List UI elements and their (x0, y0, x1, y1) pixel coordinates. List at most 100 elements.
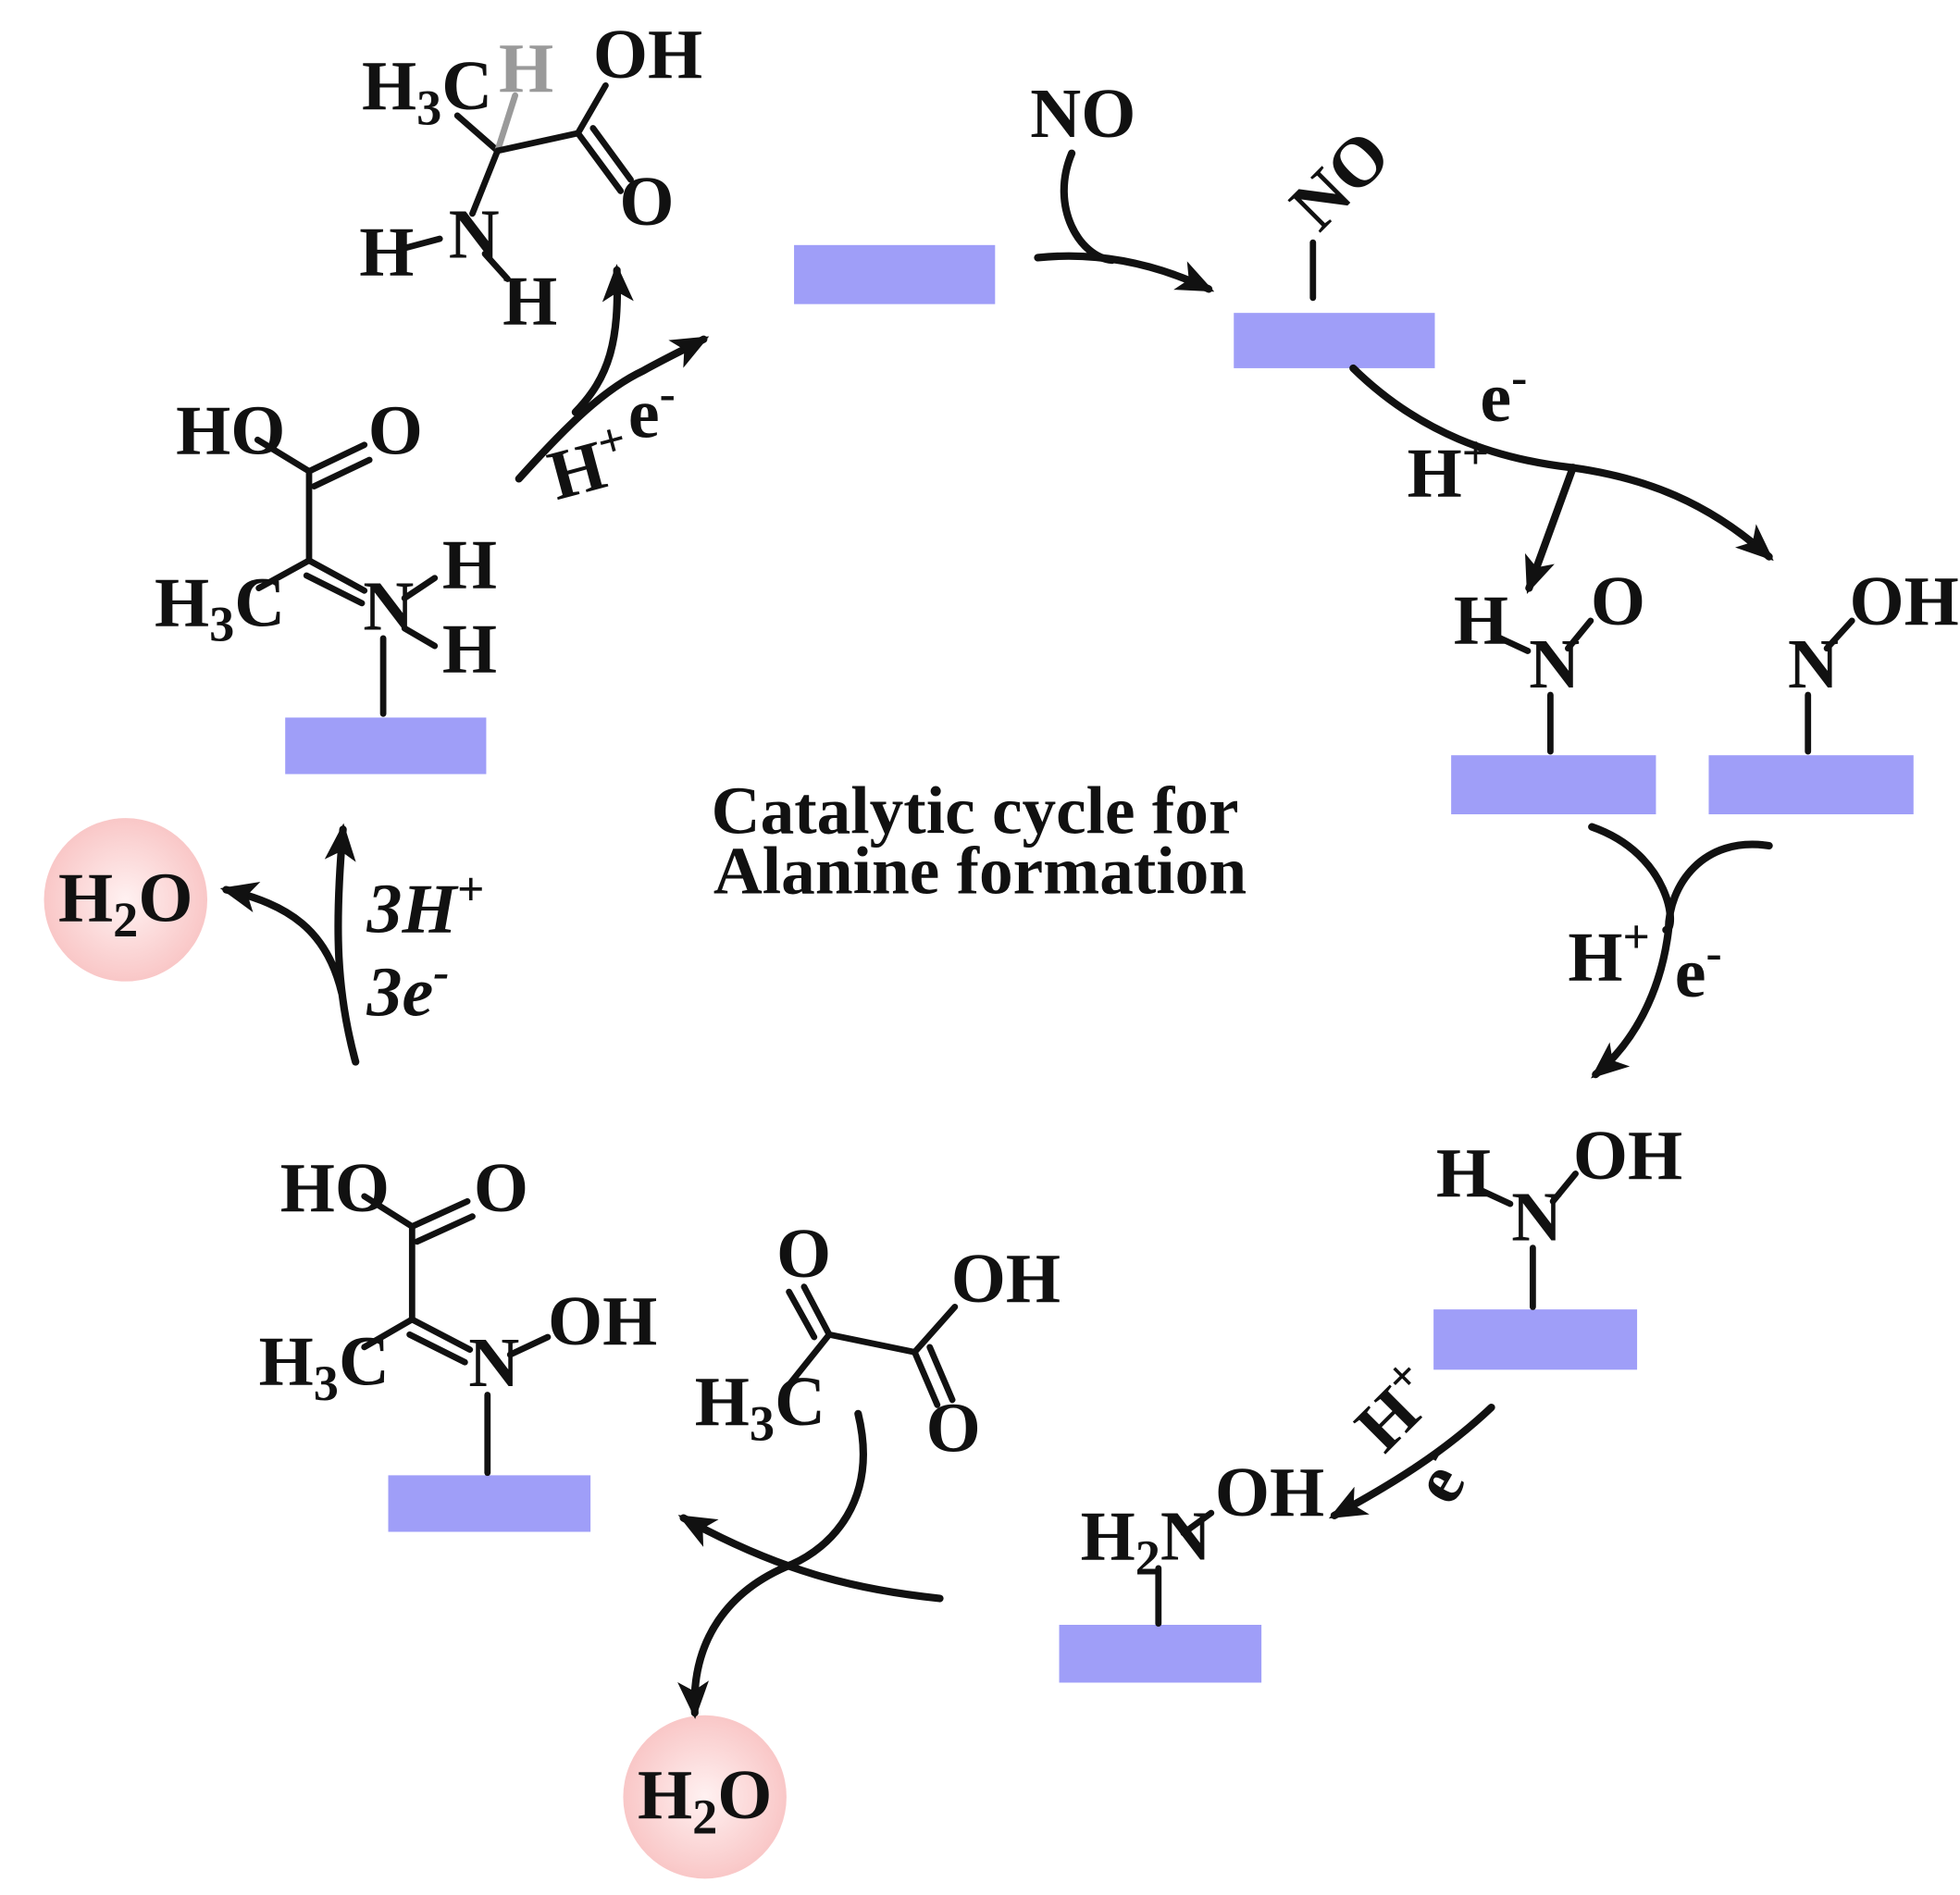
alanine-molecule: H3C H OH O N H H (359, 16, 702, 340)
alanine-stereo-h: H (499, 30, 553, 107)
pyruvic-oh-label: OH (951, 1240, 1061, 1318)
pyruvic-bond-ch3 (786, 1331, 833, 1389)
oxime-bond-noh (506, 1333, 552, 1358)
noh-n-label: N (1788, 625, 1839, 703)
noh-intermediate: N OH (1788, 563, 1959, 755)
alanine-bond-h (494, 92, 519, 155)
pyruvic-bond-co-2 (786, 1288, 818, 1341)
pyruvic-bond-oh (912, 1304, 959, 1356)
alanine-bond-cooh (494, 130, 581, 155)
nh2oh-h2n-label: H2N (1081, 1497, 1211, 1585)
oxime-ch3-label: H3C (259, 1323, 390, 1411)
adsorbed-no-label: NO (1275, 116, 1405, 245)
step1-proton-label: H+ (1408, 427, 1490, 513)
imine-n-label: N (363, 567, 414, 645)
noh-bond-no (1823, 617, 1855, 652)
oxime-o-label: O (474, 1149, 528, 1227)
surface-imine (285, 717, 487, 774)
oxime-bond-ho-c (361, 1193, 416, 1230)
surface-hnoh (1433, 1309, 1638, 1370)
step1-electron-label: e- (1480, 352, 1527, 437)
surface-noh (1708, 755, 1914, 815)
pyruvic-o-top: O (776, 1215, 831, 1293)
surface-oxime (388, 1475, 591, 1532)
nh2oh-intermediate: H2N OH (1081, 1454, 1324, 1628)
oxime-bond-ch3 (361, 1316, 416, 1351)
alanine-bond-ch3 (453, 112, 502, 155)
hnoh-bond-no (1549, 1170, 1579, 1205)
oxime-oh-label: OH (548, 1282, 657, 1360)
pyruvic-bond-co-1 (800, 1283, 833, 1338)
imine-bond-cn-1 (305, 557, 368, 594)
imine-bond-ch3 (255, 557, 313, 591)
imine-ch3-label: H3C (155, 564, 285, 651)
hno-bond-hn (1492, 632, 1532, 654)
hnoh-intermediate: H N OH (1436, 1117, 1682, 1310)
water-label: H2O (58, 859, 192, 947)
hno-n-label: N (1529, 625, 1580, 703)
alanine-bond-cn (469, 147, 502, 217)
arrow-step2-right (1591, 840, 1773, 1079)
oxime-bond-co-2 (414, 1213, 476, 1245)
oxime-bond-cn-2 (406, 1331, 468, 1366)
title-line-1: Catalytic cycle for (712, 773, 1239, 848)
imine-bond-cn-2 (303, 572, 366, 607)
arrow-step5-water (219, 881, 346, 997)
arrow-step4-pyruvic (677, 1409, 867, 1719)
surface-empty (794, 244, 996, 304)
imine-bond-co-1 (305, 441, 368, 475)
pyruvic-bond-co-3 (912, 1348, 941, 1408)
step6-electron-label: e- (628, 368, 676, 453)
alanine-bond-oh (575, 81, 609, 137)
diagram-title: Catalytic cycle for Alanine formation (712, 773, 1247, 908)
hno-o-label: O (1591, 563, 1645, 640)
alanine-bond-co-2 (589, 125, 634, 183)
water-sphere (623, 1715, 787, 1879)
reaction-arrows (219, 149, 1774, 1719)
imine-bond-nh-top (401, 575, 439, 601)
step2-electron-label: e- (1675, 927, 1722, 1012)
hnoh-oh-label: OH (1573, 1117, 1682, 1195)
alanine-h-bottom: H (502, 262, 557, 340)
oxime-bond-co-1 (408, 1197, 471, 1230)
noh-oh-label: OH (1850, 563, 1959, 640)
hnoh-h-label: H (1436, 1134, 1491, 1212)
step5-proton-label: 3H+ (366, 863, 484, 948)
arrow-no-adsorption (1034, 252, 1215, 293)
nh2oh-oh-label: OH (1215, 1454, 1324, 1531)
imine-h-bottom: H (442, 611, 497, 688)
oxime-ho-label: HO (280, 1149, 390, 1227)
alanine-bond-nh-left (399, 235, 443, 253)
adsorbed-no: NO (1275, 116, 1405, 302)
surface-nh2oh (1059, 1625, 1262, 1683)
arrow-step6-surface (515, 335, 710, 483)
oxime-bond-cn-1 (408, 1316, 474, 1353)
water-product-bottom: H2O (623, 1715, 787, 1879)
nh2oh-bond-no (1180, 1509, 1215, 1537)
hno-h-label: H (1454, 581, 1508, 659)
imine-intermediate: HO O H3C N H H (155, 391, 497, 717)
title-line-2: Alanine formation (713, 834, 1247, 909)
arrow-step4-main (677, 1514, 944, 1603)
water-sphere (43, 818, 208, 982)
imine-bond-ho-c (254, 436, 313, 475)
arrow-step1-branch (1524, 464, 1577, 594)
alanine-bond-co-1 (575, 130, 625, 194)
hno-bond-no (1565, 617, 1594, 652)
step5-electron-label: 3e- (366, 946, 449, 1031)
pyruvic-acid-molecule: O OH H3C O (695, 1215, 1061, 1468)
arrow-no-input (1060, 149, 1116, 265)
pyruvic-bond-cc (825, 1331, 918, 1356)
alanine-bond-nh-bottom (481, 250, 511, 282)
surface-sites (285, 244, 1914, 1683)
arrow-step3 (1328, 1403, 1495, 1519)
imine-bond-nh-bottom (401, 625, 439, 650)
step6-proton-label: H+ (539, 412, 639, 515)
oxime-intermediate: HO O H3C N OH (259, 1149, 657, 1477)
water-product-left: H2O (43, 818, 208, 982)
oxime-n-label: N (468, 1324, 519, 1402)
imine-bond-co-2 (311, 456, 373, 489)
no-gas-label: NO (1030, 75, 1135, 153)
imine-h-top: H (442, 526, 497, 604)
